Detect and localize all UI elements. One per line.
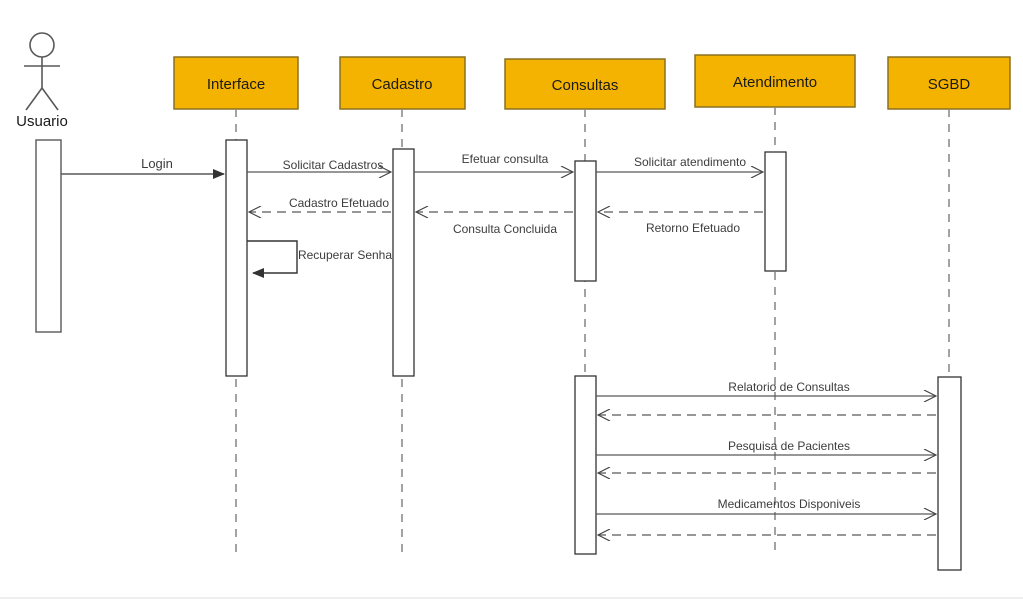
message-consulta-concluida[interactable]: Consulta Concluida (416, 212, 573, 236)
participant-cadastro[interactable]: Cadastro (339, 56, 466, 110)
message-label-solicitar-atendimento: Solicitar atendimento (634, 155, 746, 169)
message-pesquisa-de-pacientes[interactable]: Pesquisa de Pacientes (596, 439, 936, 455)
activation-bar-consultas-upper (574, 160, 597, 282)
message-label-relatorio-de-consultas: Relatorio de Consultas (728, 380, 849, 394)
message-efetuar-consulta[interactable]: Efetuar consulta (414, 152, 573, 172)
actor-label-usuario: Usuario (16, 113, 68, 130)
message-label-recuperar-senha: Recuperar Senha (298, 248, 392, 262)
participant-box-consultas[interactable] (504, 58, 666, 110)
participant-label-cadastro: Cadastro (372, 76, 433, 93)
message-recuperar-senha[interactable]: Recuperar Senha (247, 240, 392, 278)
activation-bar-cadastro (392, 148, 415, 377)
participant-label-interface: Interface (207, 76, 265, 93)
stick-figure-actor-icon (24, 32, 60, 111)
participant-sgbd[interactable]: SGBD (887, 56, 1011, 110)
activation-bar-usuario (35, 139, 62, 333)
activation-bar-consultas-lower (574, 375, 597, 555)
message-label-pesquisa-de-pacientes: Pesquisa de Pacientes (728, 439, 850, 453)
participant-atendimento[interactable]: Atendimento (694, 54, 856, 108)
participant-box-interface[interactable] (173, 56, 299, 110)
participant-label-consultas: Consultas (552, 77, 619, 94)
actor-usuario[interactable]: Usuario (16, 32, 68, 130)
message-medicamentos-disponiveis[interactable]: Medicamentos Disponiveis (596, 497, 936, 514)
message-relatorio-de-consultas[interactable]: Relatorio de Consultas (596, 380, 936, 396)
participant-box-cadastro[interactable] (339, 56, 466, 110)
participant-box-atendimento[interactable] (694, 54, 856, 108)
message-solicitar-atendimento[interactable]: Solicitar atendimento (596, 155, 763, 172)
message-solicitar-cadastros[interactable]: Solicitar Cadastros (247, 158, 391, 172)
message-login[interactable]: Login (61, 156, 225, 179)
message-retorno-efetuado[interactable]: Retorno Efetuado (598, 212, 763, 235)
participant-box-sgbd[interactable] (887, 56, 1011, 110)
message-label-efetuar-consulta: Efetuar consulta (462, 152, 549, 166)
message-label-medicamentos-disponiveis: Medicamentos Disponiveis (718, 497, 861, 511)
participant-label-atendimento: Atendimento (733, 74, 817, 91)
message-cadastro-efetuado[interactable]: Cadastro Efetuado (249, 196, 391, 212)
participant-interface[interactable]: Interface (173, 56, 299, 110)
activation-bar-interface (225, 139, 248, 377)
message-label-consulta-concluida: Consulta Concluida (453, 222, 557, 236)
activation-bar-atendimento (764, 151, 787, 272)
message-arrow-recuperar-senha (247, 240, 298, 278)
participant-consultas[interactable]: Consultas (504, 58, 666, 110)
message-label-retorno-efetuado: Retorno Efetuado (646, 221, 740, 235)
activation-bar-sgbd (937, 376, 962, 571)
message-label-cadastro-efetuado: Cadastro Efetuado (289, 196, 389, 210)
participant-label-sgbd: SGBD (928, 76, 971, 93)
message-label-solicitar-cadastros: Solicitar Cadastros (283, 158, 384, 172)
message-label-login: Login (141, 156, 173, 171)
